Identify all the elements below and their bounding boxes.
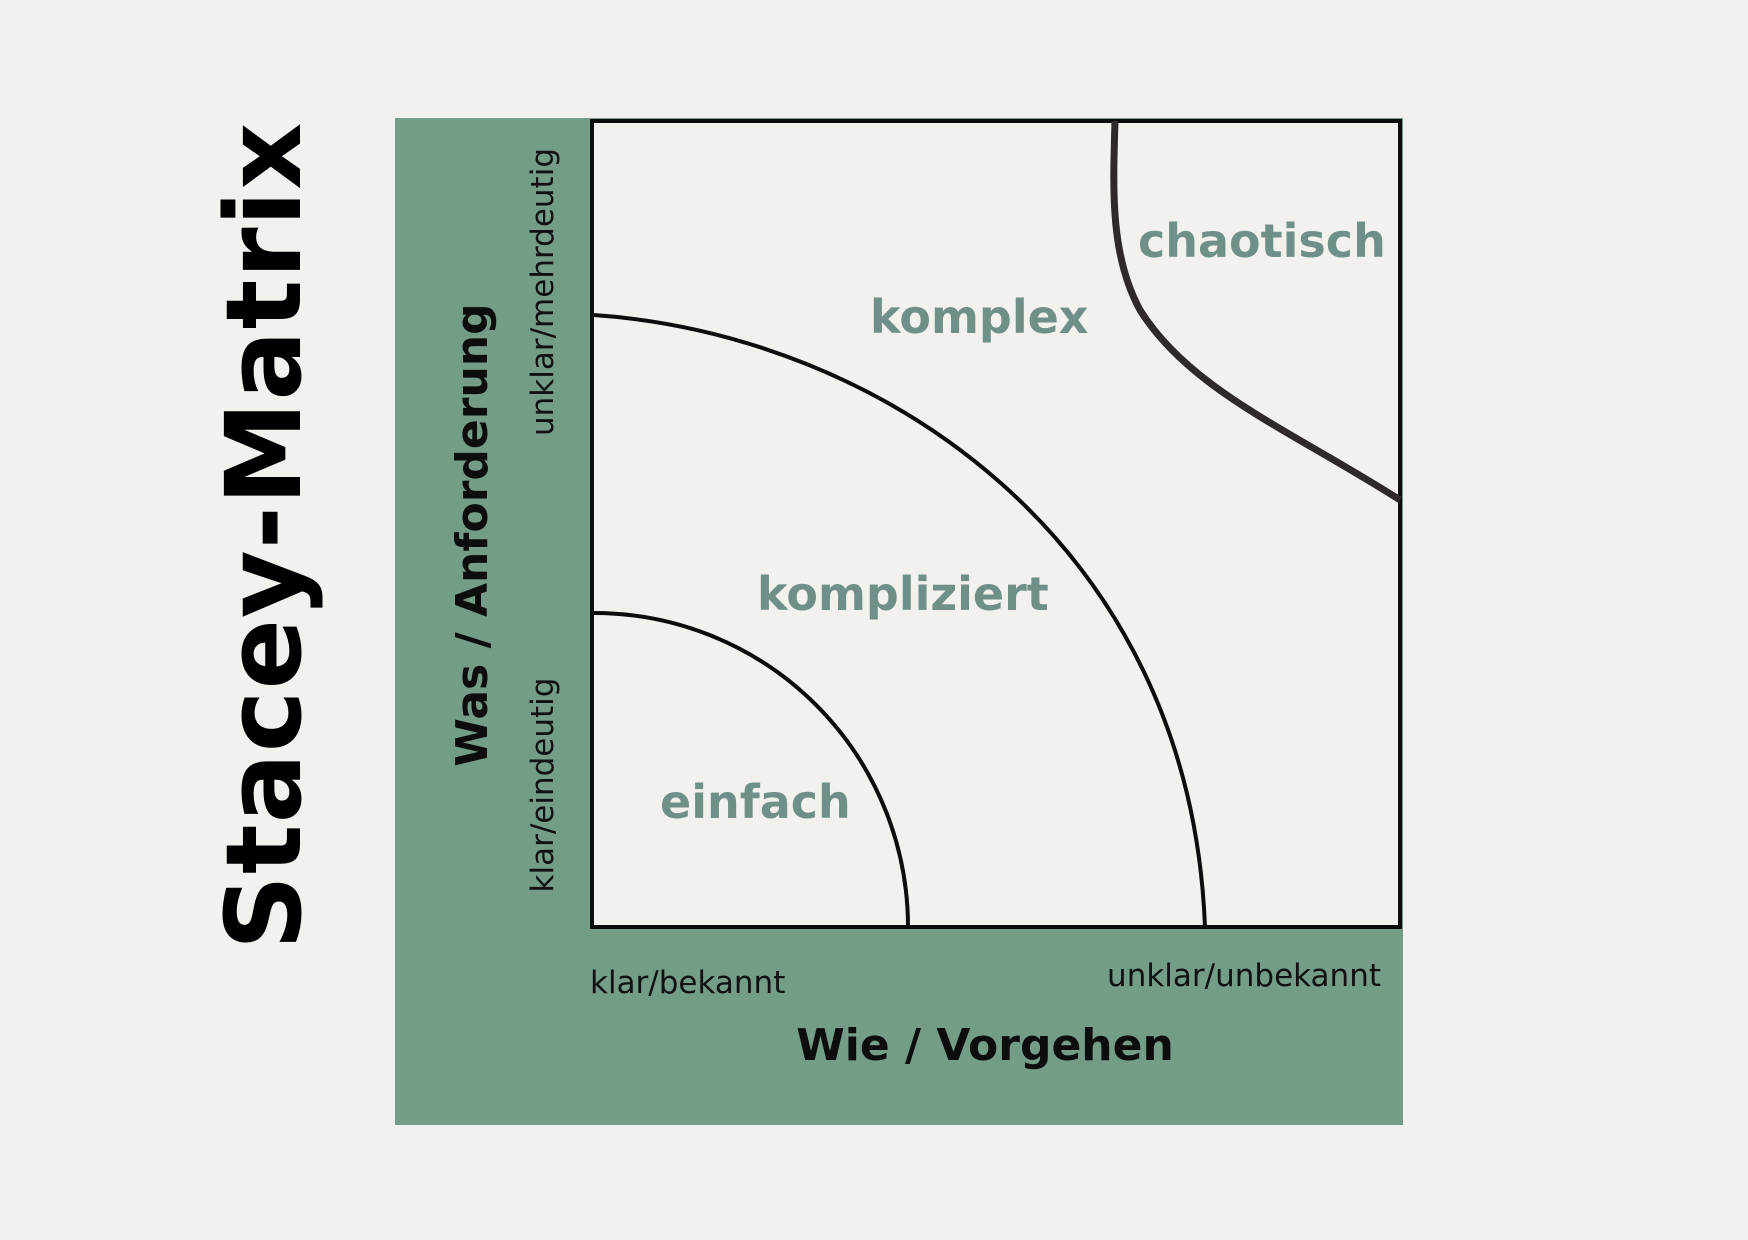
boundary-chaotic bbox=[1110, 120, 1402, 503]
region-label-kompliziert: kompliziert bbox=[757, 567, 1049, 621]
region-label-chaotisch: chaotisch bbox=[1138, 214, 1386, 268]
matrix-box bbox=[590, 119, 1402, 929]
region-label-einfach: einfach bbox=[660, 775, 851, 829]
x-axis-low-label: klar/bekannt bbox=[590, 965, 785, 1001]
x-axis-title: Wie / Vorgehen bbox=[796, 1020, 1174, 1071]
region-label-komplex: komplex bbox=[870, 290, 1088, 344]
boundary-simple bbox=[593, 611, 910, 928]
x-axis-high-label: unklar/unbekannt bbox=[1107, 958, 1381, 994]
boundary-complicated bbox=[593, 313, 1207, 928]
y-axis-low-label: klar/eindeutig bbox=[525, 678, 561, 893]
y-axis-high-label: unklar/mehrdeutig bbox=[525, 148, 561, 436]
y-axis-title: Was / Anforderung bbox=[447, 303, 498, 766]
